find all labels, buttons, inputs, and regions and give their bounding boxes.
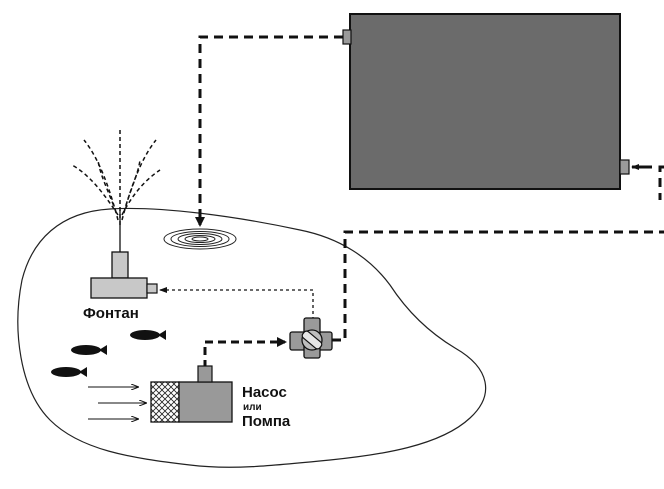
pump-body — [178, 381, 233, 423]
fish-group — [51, 330, 166, 377]
fish-2 — [71, 345, 107, 355]
fountain-spray — [71, 128, 161, 225]
water-ripples — [163, 228, 237, 250]
pump-label-line2: или — [243, 402, 262, 413]
pond-outline — [17, 207, 487, 468]
pump-to-valve-line — [203, 337, 287, 368]
filter-box — [349, 13, 621, 190]
pump-label-line3: Помпа — [242, 413, 291, 430]
feed-line-to-filter — [332, 230, 664, 342]
pump-device — [150, 365, 233, 423]
three-way-valve — [289, 317, 333, 359]
fountain-label: Фонтан — [83, 305, 139, 322]
pump-outlet — [197, 365, 213, 383]
valve-to-fountain-line — [159, 287, 314, 320]
pump-label-line1: Насос — [242, 384, 287, 401]
feed-line-right-edge — [658, 165, 664, 200]
filter-outlet-nozzle — [619, 159, 630, 175]
pump-mesh-filter — [150, 381, 180, 423]
inflow-arrows — [88, 387, 146, 419]
fountain-device — [90, 210, 158, 299]
filter-inlet-nozzle — [342, 29, 352, 45]
fish-1 — [130, 330, 166, 340]
return-line — [195, 35, 343, 227]
fish-3 — [51, 367, 87, 377]
